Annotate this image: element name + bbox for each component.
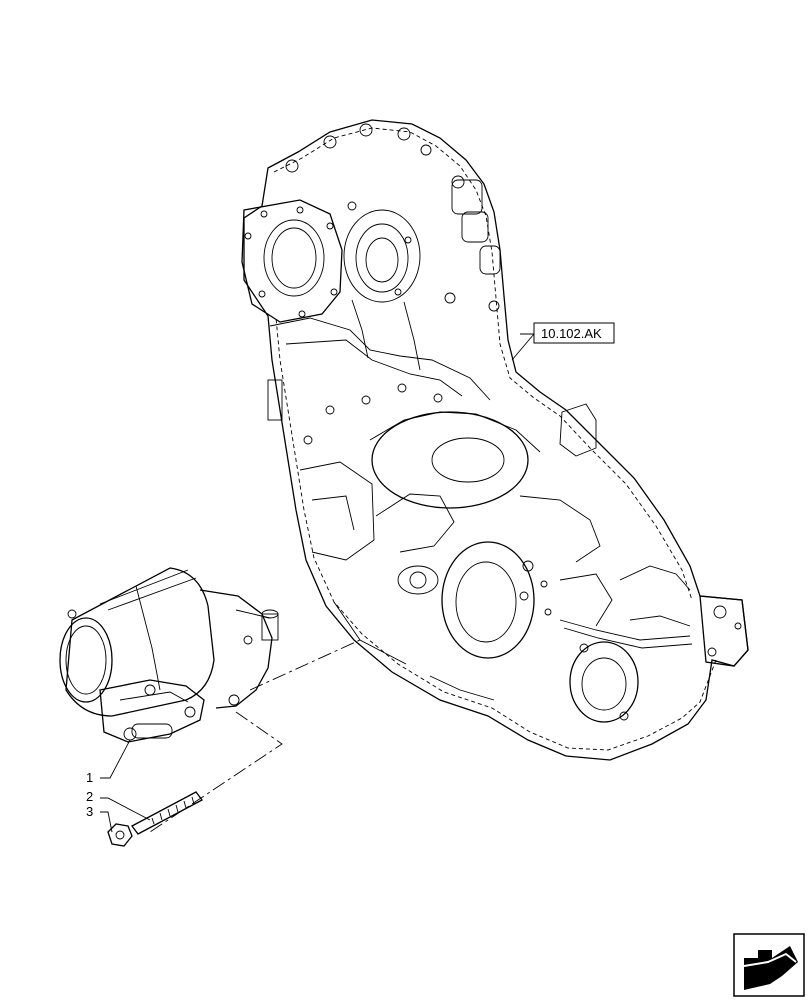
callout-2: 2 <box>86 789 93 804</box>
callout-1: 1 <box>86 770 93 785</box>
mounting-bolt <box>131 791 203 835</box>
reference-label[interactable]: 10.102.AK <box>533 322 615 344</box>
flywheel-housing <box>241 119 749 761</box>
reference-code: 10.102.AK <box>541 326 602 341</box>
callout-3: 3 <box>86 804 93 819</box>
starter-motor <box>59 567 279 743</box>
nut <box>107 823 133 847</box>
next-page-arrow-icon[interactable] <box>733 933 805 997</box>
assembly-centerlines <box>149 639 361 833</box>
callout-leaders <box>100 333 535 833</box>
